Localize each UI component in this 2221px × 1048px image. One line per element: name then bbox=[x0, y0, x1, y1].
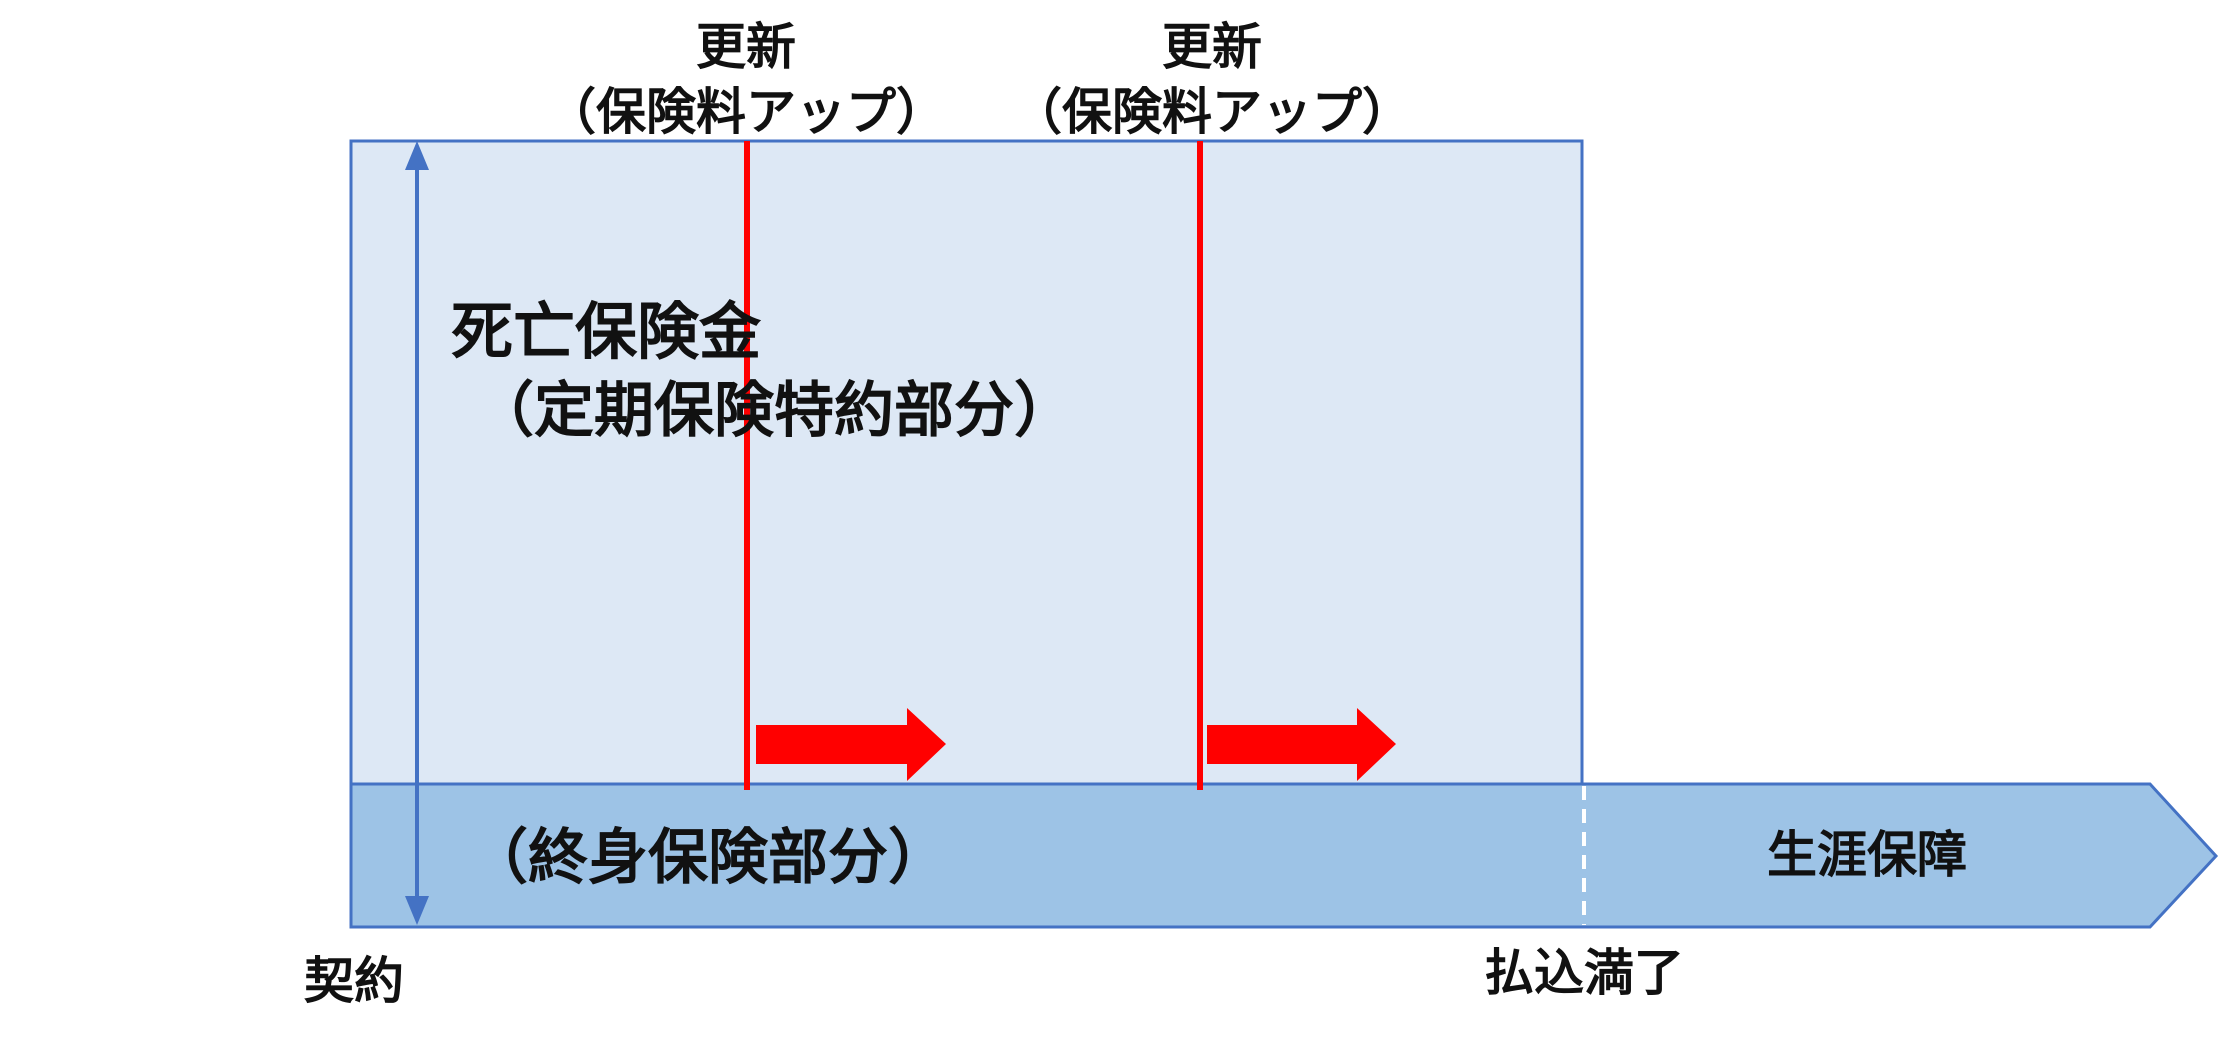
whole-life-label: （終身保険部分） bbox=[468, 823, 948, 893]
lifetime-coverage-label: 生涯保障 bbox=[1767, 826, 1967, 884]
right-arrow-icon bbox=[1207, 708, 1396, 781]
term-rider-subtitle: （定期保険特約部分） bbox=[474, 376, 1074, 446]
paid-up-label: 払込満了 bbox=[1484, 944, 1684, 1002]
renewal-label: 更新 bbox=[696, 18, 796, 76]
renewal-label-detail: （保険料アップ） bbox=[1012, 83, 1412, 141]
contract-label: 契約 bbox=[304, 952, 404, 1010]
whole-life-block bbox=[349, 782, 2219, 929]
renewal-label: 更新 bbox=[1162, 18, 1262, 76]
right-arrow-icon bbox=[756, 708, 946, 781]
double-headed-vertical-arrow-icon bbox=[405, 141, 429, 925]
renewal-label-detail: （保険料アップ） bbox=[546, 83, 946, 141]
death-benefit-title: 死亡保険金 bbox=[451, 295, 762, 368]
term-rider-block bbox=[349, 139, 1584, 786]
